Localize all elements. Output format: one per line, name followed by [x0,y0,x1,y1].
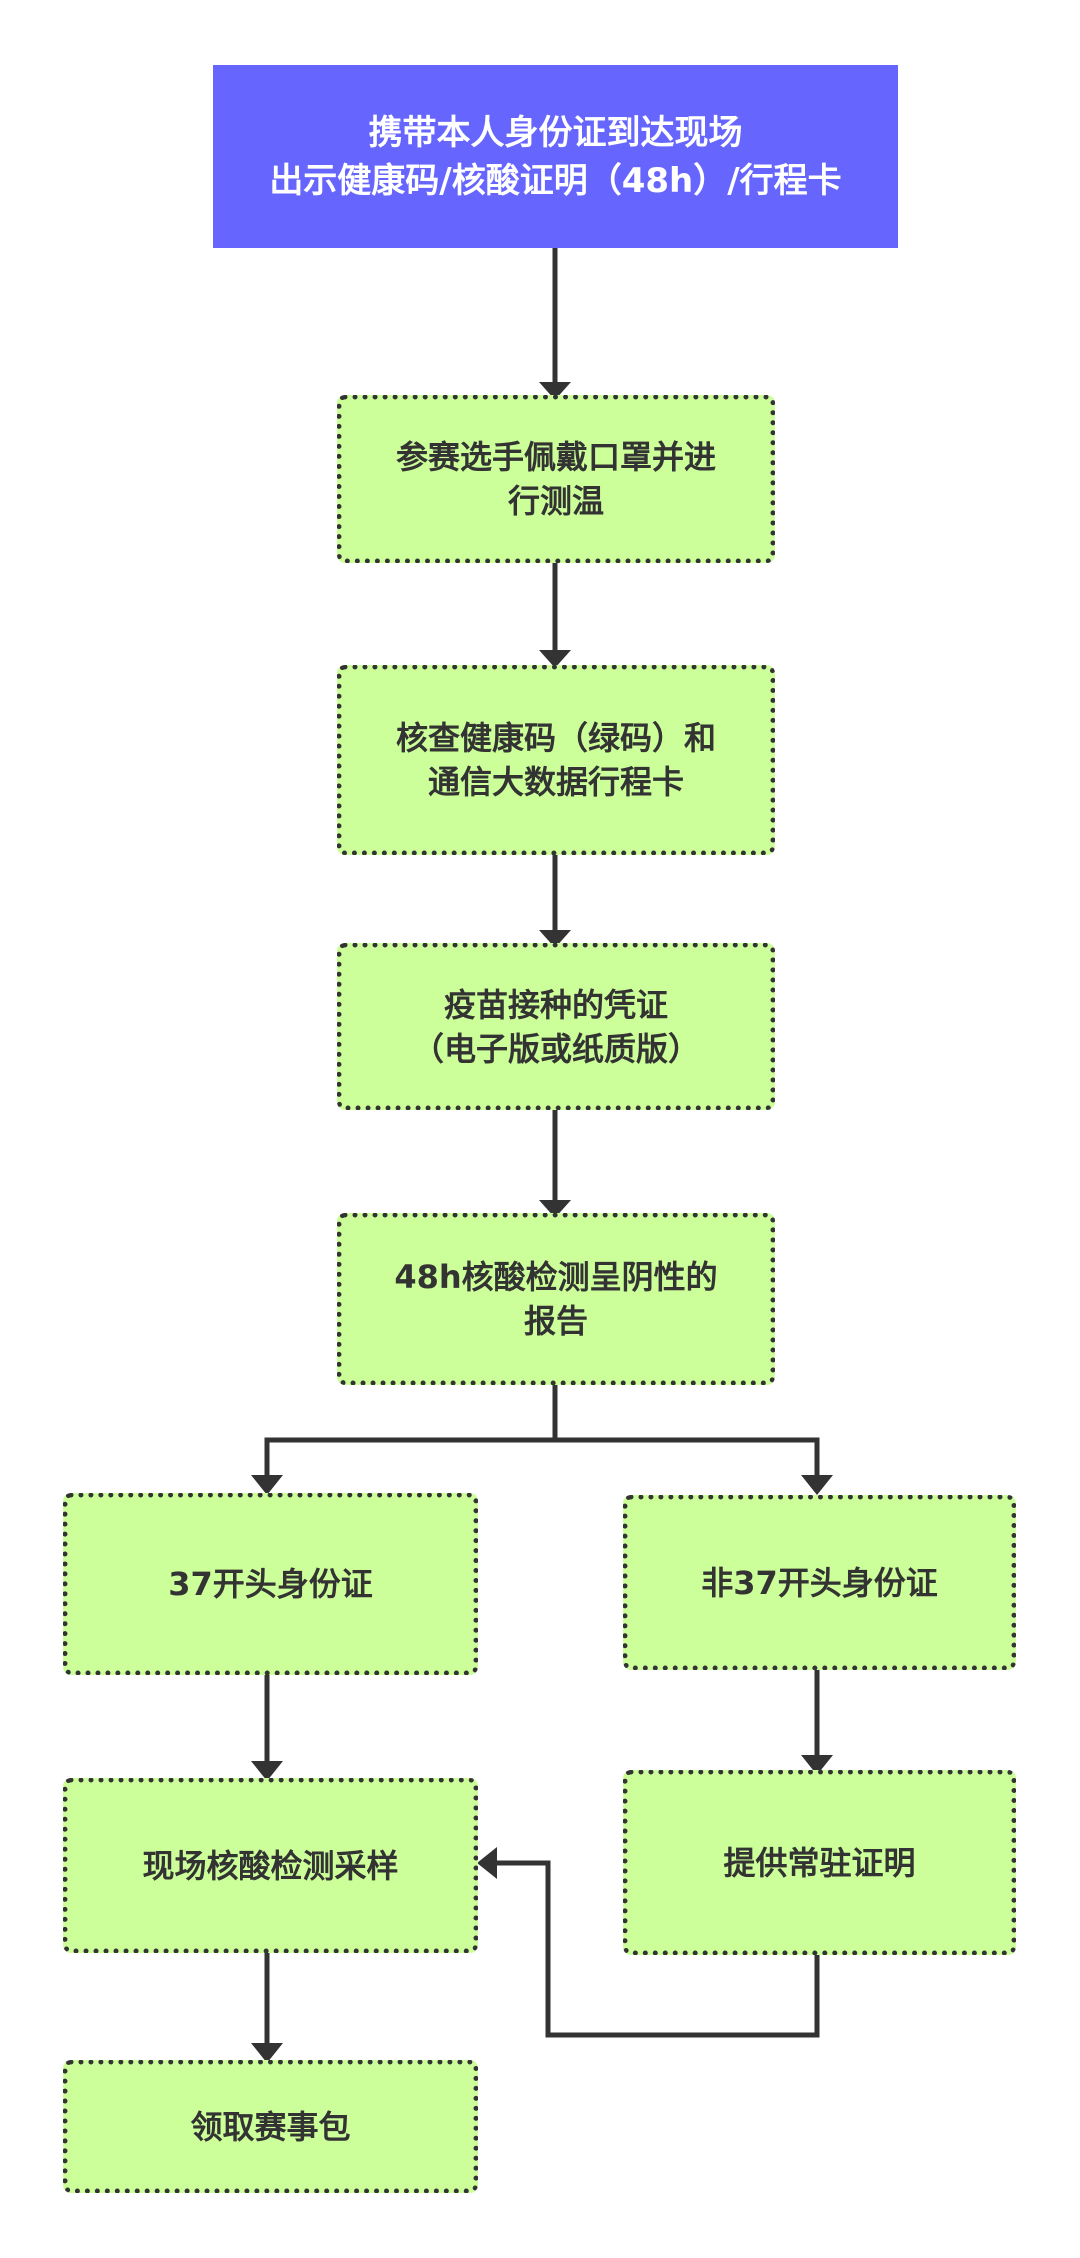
arrowhead-report-to-id-37 [251,1475,283,1495]
node-id-37-label: 37开头身份证 [168,1565,373,1603]
node-health-code-check-line-2: 通信大数据行程卡 [427,763,684,801]
node-id-non-37: 非37开头身份证 [623,1495,1016,1670]
node-start-line-1: 携带本人身份证到达现场 [368,112,743,153]
node-start-arrival: 携带本人身份证到达现场 出示健康码/核酸证明（48h）/行程卡 [213,65,898,248]
node-collect-package-label: 领取赛事包 [190,2107,351,2146]
node-nucleic-report-line-2: 报告 [523,1302,588,1340]
node-nucleic-report: 48h核酸检测呈阴性的 报告 [337,1213,775,1385]
node-health-code-check-line-1: 核查健康码（绿码）和 [395,719,716,757]
node-vaccination-line-1: 疫苗接种的凭证 [443,985,668,1024]
node-onsite-sampling: 现场核酸检测采样 [63,1778,478,1953]
node-mask-temperature-line-2: 行测温 [507,482,604,520]
arrow-report-to-id-37 [264,1385,558,1490]
node-mask-temperature: 参赛选手佩戴口罩并进 行测温 [337,395,775,563]
arrowhead-mask-to-health-code [539,650,571,668]
arrowhead-vaccination-to-report [539,1200,571,1218]
arrowhead-residence-to-sampling [477,1847,497,1879]
arrowhead-sampling-to-package [251,2043,283,2063]
node-health-code-check: 核查健康码（绿码）和 通信大数据行程卡 [337,665,775,855]
arrowhead-health-code-to-vaccination [539,930,571,948]
node-vaccination-certificate: 疫苗接种的凭证 （电子版或纸质版） [337,943,775,1110]
node-residence-proof-label: 提供常驻证明 [723,1843,916,1882]
node-collect-package: 领取赛事包 [63,2060,478,2193]
node-id-non-37-label: 非37开头身份证 [701,1563,938,1602]
node-id-37: 37开头身份证 [63,1493,478,1675]
node-start-line-2: 出示健康码/核酸证明（48h）/行程卡 [269,160,842,201]
node-onsite-sampling-label: 现场核酸检测采样 [142,1846,399,1885]
arrow-report-to-id-non-37 [552,1385,820,1490]
node-mask-temperature-line-1: 参赛选手佩戴口罩并进 [395,438,716,476]
arrow-residence-to-sampling [482,1860,820,2038]
arrowhead-report-to-id-non-37 [801,1475,833,1495]
arrowhead-start-to-mask [539,382,571,400]
node-vaccination-line-2: （电子版或纸质版） [411,1029,700,1068]
arrowhead-id-non-37-to-residence [801,1755,833,1775]
node-residence-proof: 提供常驻证明 [623,1770,1016,1955]
arrowhead-id-37-to-sampling [251,1761,283,1781]
node-nucleic-report-line-1: 48h核酸检测呈阴性的 [394,1258,718,1296]
